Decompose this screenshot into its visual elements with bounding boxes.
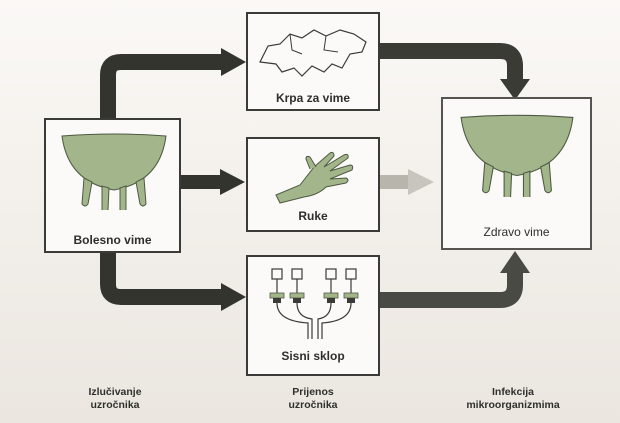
node-sisni-sklop: Sisni sklop — [246, 255, 380, 376]
arrow-source-to-cluster — [100, 252, 222, 305]
arrow-source-to-cloth-head — [221, 48, 246, 76]
node-krpa-za-vime-label: Krpa za vime — [275, 91, 351, 105]
arrow-source-to-hands-head — [220, 169, 245, 195]
arrow-cloth-to-target-head — [500, 79, 530, 100]
arrow-cluster-to-target — [380, 270, 523, 308]
stage-transfer-line2: uzročnika — [288, 399, 338, 411]
stage-transfer: Prijenos uzročnika — [258, 386, 368, 412]
stage-excretion-line1: Izlučivanje — [88, 386, 142, 398]
udder-icon — [61, 133, 167, 210]
stage-transfer-line1: Prijenos — [292, 386, 334, 398]
stage-excretion-line2: uzročnika — [90, 399, 140, 411]
arrow-source-to-cluster-head — [221, 283, 246, 311]
node-sisni-sklop-label: Sisni sklop — [281, 349, 345, 363]
stage-infection: Infekcija mikroorganizmima — [448, 386, 578, 412]
node-ruke: Ruke — [246, 137, 380, 232]
stage-excretion: Izlučivanje uzročnika — [60, 386, 170, 412]
node-zdravo-vime-label: Zdravo vime — [483, 225, 550, 239]
stage-infection-line2: mikroorganizmima — [466, 399, 560, 411]
hand-icon — [275, 151, 354, 204]
stage-infection-line1: Infekcija — [491, 386, 535, 398]
arrow-cloth-to-target — [380, 43, 523, 82]
arrow-hands-to-target-head — [408, 169, 434, 195]
node-krpa-za-vime: Krpa za vime — [246, 12, 380, 111]
milking-cluster-icon — [269, 268, 359, 339]
arrow-cluster-to-target-head — [500, 251, 530, 273]
node-bolesno-vime: Bolesno vime — [44, 118, 181, 253]
udder-icon — [460, 114, 574, 197]
node-bolesno-vime-label: Bolesno vime — [73, 233, 152, 247]
node-zdravo-vime: Zdravo vime — [441, 97, 592, 250]
node-ruke-label: Ruke — [298, 209, 328, 223]
arrow-source-to-cloth — [100, 54, 222, 118]
cow-outline-icon — [259, 29, 367, 77]
